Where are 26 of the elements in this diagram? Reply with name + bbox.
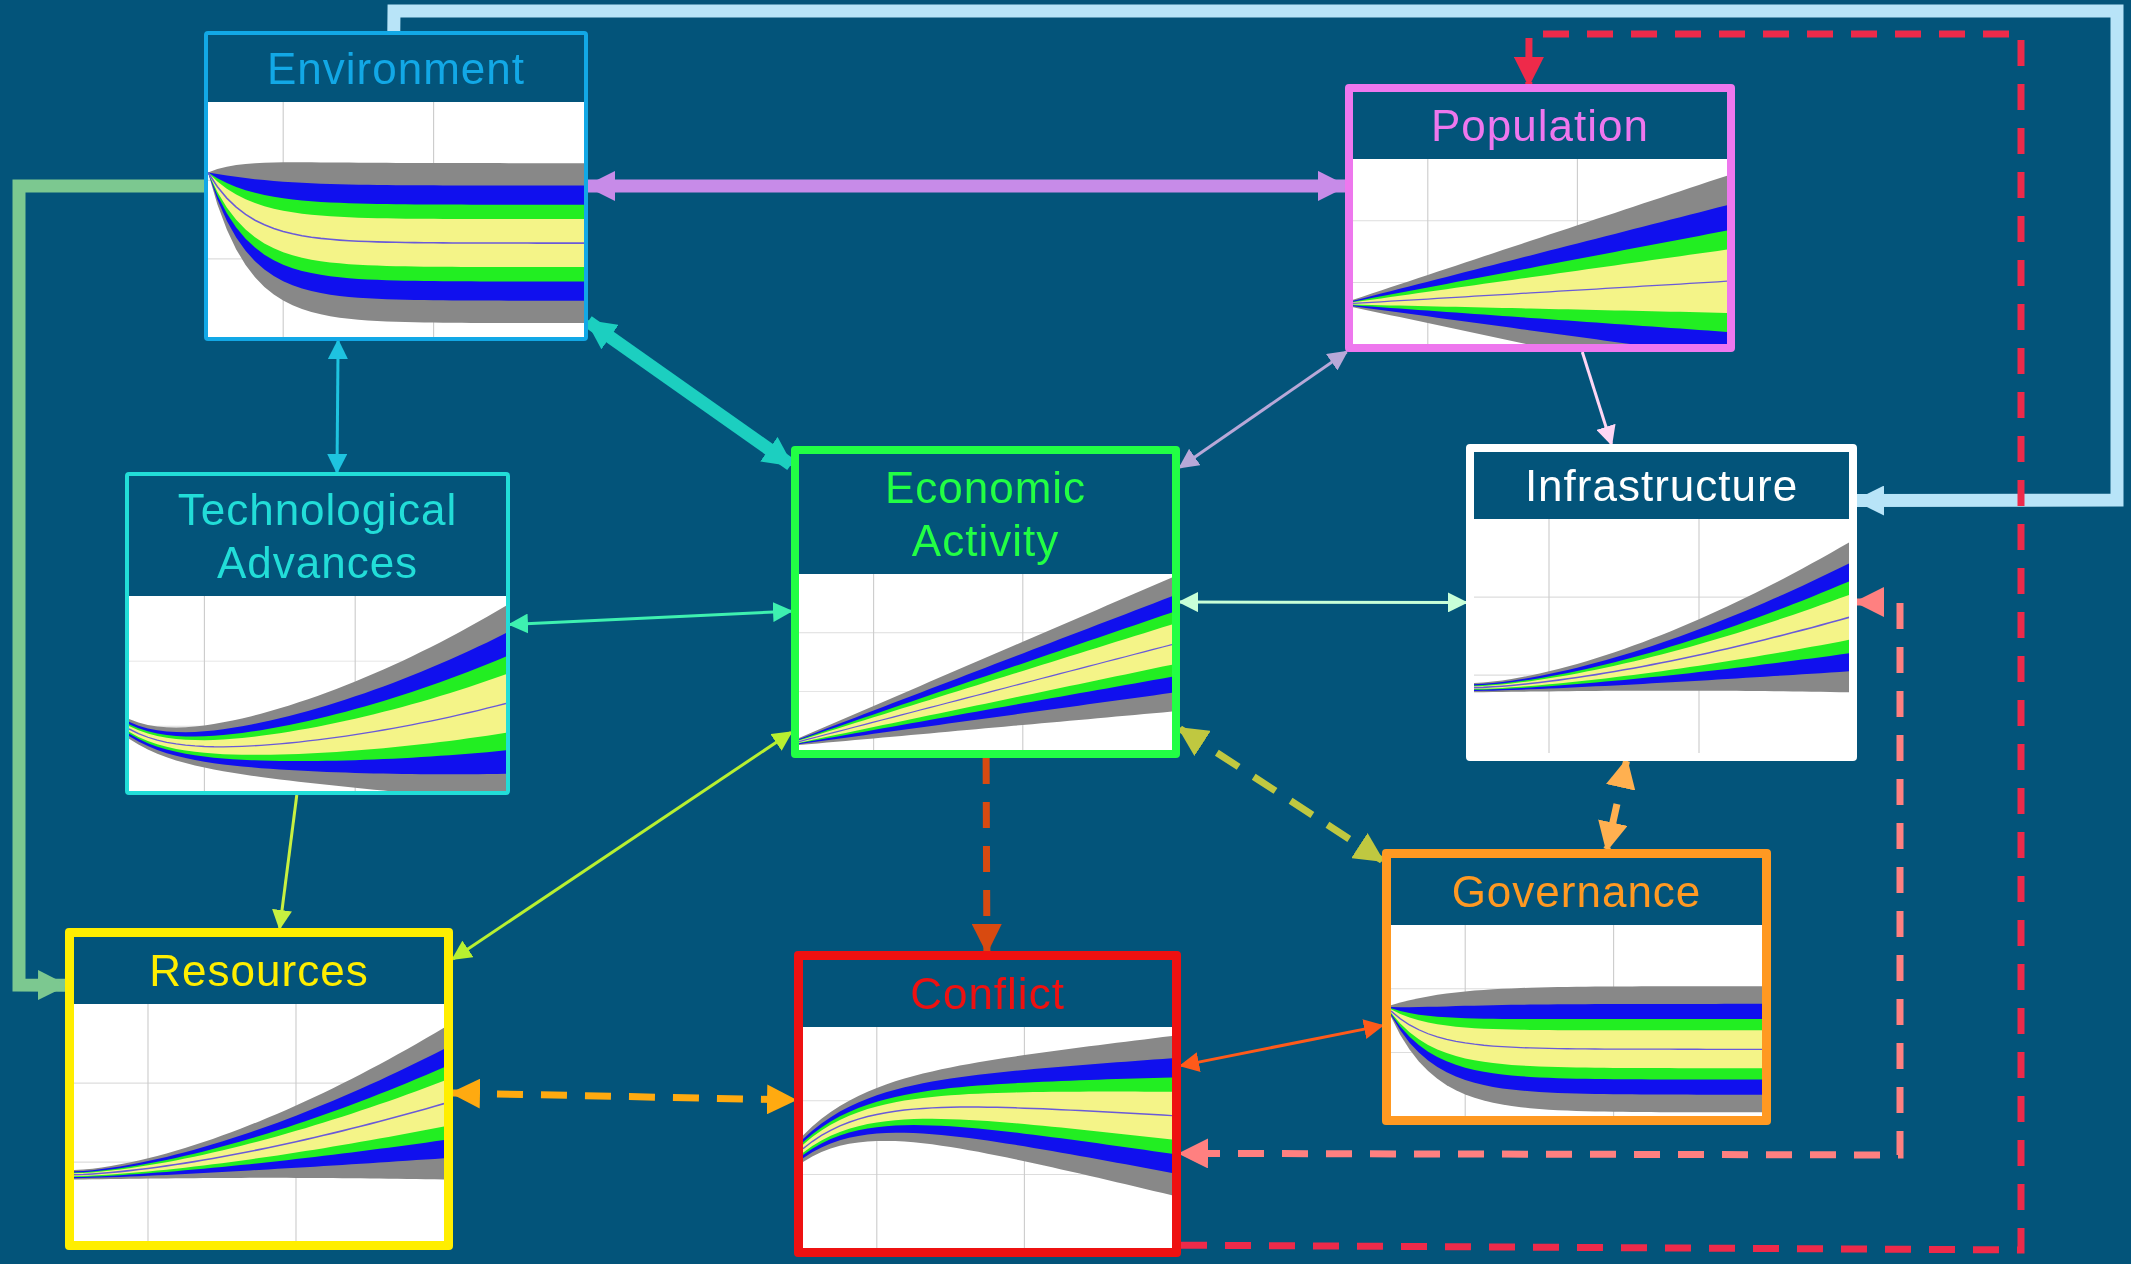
box-title: Infrastructure xyxy=(1523,460,1800,512)
arrow xyxy=(508,602,793,634)
arrow xyxy=(1179,1019,1384,1072)
model-box xyxy=(791,446,1180,758)
arrow xyxy=(327,339,348,474)
model-box xyxy=(1382,849,1771,1125)
arrow xyxy=(1177,725,1385,864)
box-title: Technological Advances xyxy=(176,484,459,589)
arrow xyxy=(12,179,204,1001)
model-box xyxy=(65,928,453,1250)
arrow xyxy=(451,731,793,961)
box-title: Governance xyxy=(1450,866,1703,918)
box-title: Conflict xyxy=(909,968,1066,1020)
box-title: Economic Activity xyxy=(883,462,1088,567)
model-box xyxy=(1466,444,1857,761)
model-box xyxy=(125,472,510,795)
box-title: Resources xyxy=(148,945,370,997)
box-title: Population xyxy=(1430,100,1650,152)
model-box xyxy=(794,951,1181,1257)
arrow xyxy=(387,4,2124,516)
arrow xyxy=(272,794,299,930)
model-box xyxy=(204,31,588,341)
arrow xyxy=(1580,351,1616,446)
model-box xyxy=(1345,84,1735,352)
box-title: Environment xyxy=(266,43,526,95)
arrow xyxy=(1180,30,2025,1254)
